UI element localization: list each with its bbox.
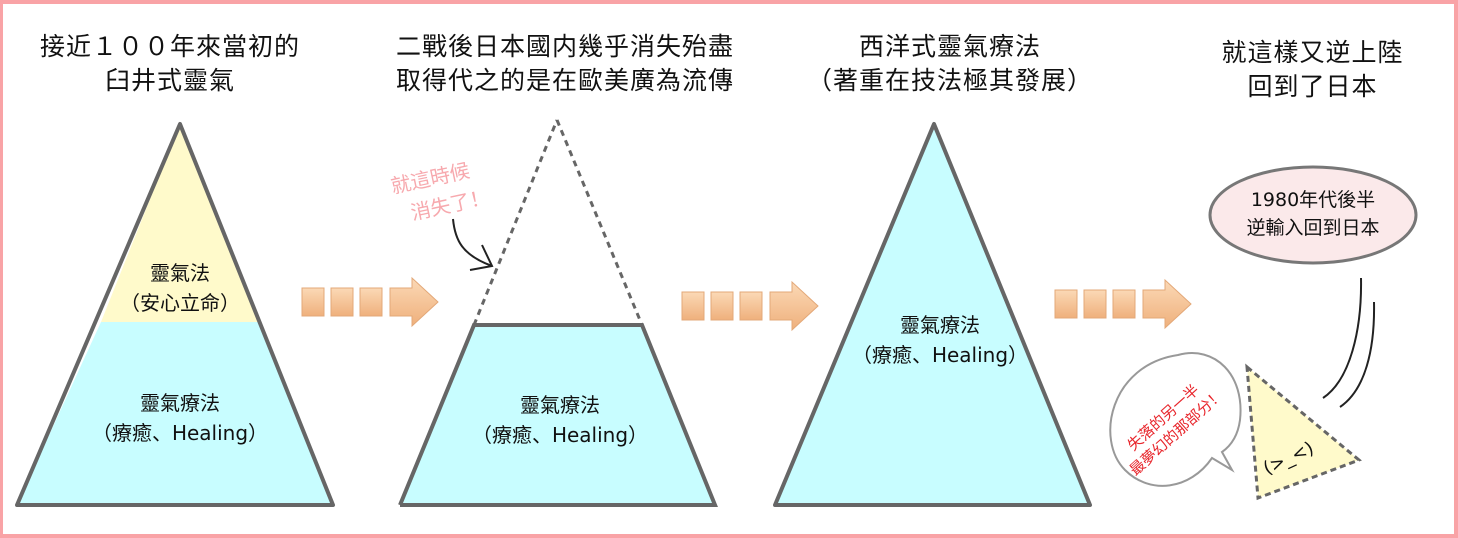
panel-2-title: 二戰後日本國内幾乎消失殆盡 取得代之的是在歐美廣為流傳 xyxy=(365,30,765,98)
panel-3-title-line-1: 西洋式靈氣療法 xyxy=(858,32,1041,61)
panel-3-title: 西洋式靈氣療法 （著重在技法極其發展） xyxy=(790,30,1110,98)
label-line: （安心立命） xyxy=(120,291,240,315)
label-line: 靈氣法 xyxy=(150,261,210,285)
arrow-right-icon xyxy=(1054,278,1192,330)
panel-1-title: 接近１００年來當初的 臼井式靈氣 xyxy=(20,30,320,98)
panel-4-title: 就這樣又逆上陸 回到了日本 xyxy=(1200,36,1425,104)
motion-lines xyxy=(1322,277,1376,408)
pyramid-3-label: 靈氣療法 （療癒、Healing） xyxy=(840,310,1040,370)
pyramid-3 xyxy=(773,122,1092,507)
panel-1-title-line-2: 臼井式靈氣 xyxy=(104,66,235,95)
label-line: 靈氣療法 xyxy=(900,313,980,337)
arrow-right-icon xyxy=(301,276,439,328)
panel-2-title-line-2: 取得代之的是在歐美廣為流傳 xyxy=(395,66,734,95)
speech-bubble xyxy=(1109,352,1242,487)
arrow-right-icon xyxy=(681,280,819,332)
label-line: 靈氣療法 xyxy=(520,393,600,417)
pyramid-1-bottom-label: 靈氣療法 （療癒、Healing） xyxy=(80,388,280,448)
label-line: 靈氣療法 xyxy=(140,391,220,415)
panel-4-title-line-1: 就這樣又逆上陸 xyxy=(1221,38,1404,67)
thought-bubble xyxy=(1208,165,1418,265)
bubble-line: 逆輸入回到日本 xyxy=(1246,217,1380,239)
label-line: （療癒、Healing） xyxy=(91,421,269,445)
curved-arrow-icon xyxy=(452,218,494,271)
panel-2-title-line-1: 二戰後日本國内幾乎消失殆盡 xyxy=(395,32,734,61)
panel-1-title-line-1: 接近１００年來當初的 xyxy=(39,32,300,61)
label-line: （療癒、Healing） xyxy=(471,423,649,447)
pyramid-2 xyxy=(398,119,718,507)
label-line: （療癒、Healing） xyxy=(851,343,1029,367)
panel-3-title-line-2: （著重在技法極其發展） xyxy=(806,66,1093,95)
reimport-bubble-text: 1980年代後半 逆輸入回到日本 xyxy=(1223,186,1403,242)
panel-4-title-line-2: 回到了日本 xyxy=(1247,72,1378,101)
falling-triangle xyxy=(1245,363,1362,501)
pyramid-1 xyxy=(15,122,335,507)
pyramid-2-bottom-label: 靈氣療法 （療癒、Healing） xyxy=(460,390,660,450)
pyramid-1-top-label: 靈氣法 （安心立命） xyxy=(100,258,260,318)
bubble-line: 1980年代後半 xyxy=(1250,189,1376,211)
